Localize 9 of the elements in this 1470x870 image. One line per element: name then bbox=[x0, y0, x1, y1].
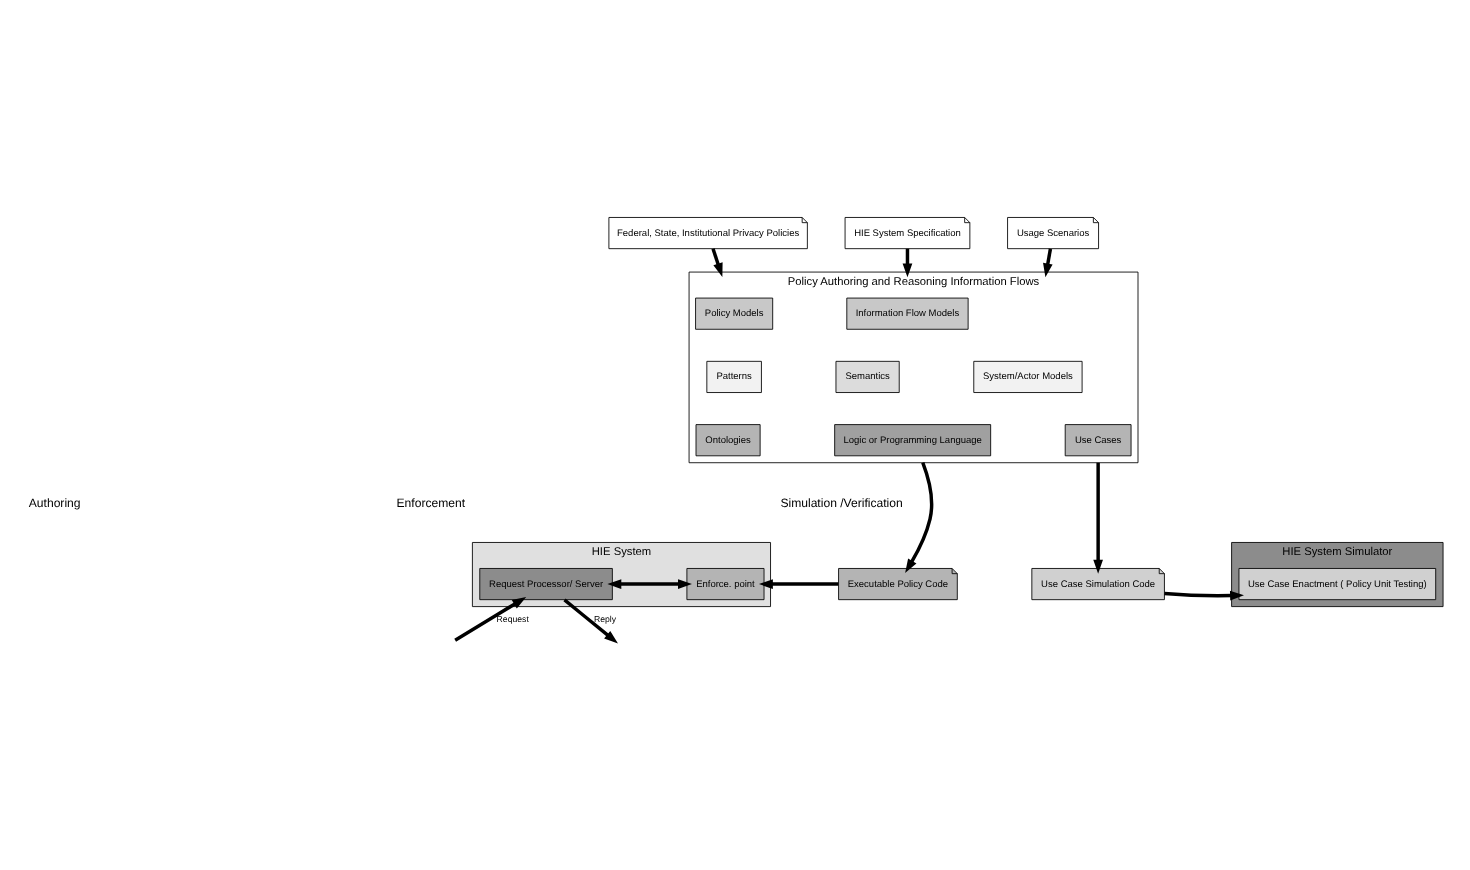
arrow bbox=[711, 248, 723, 278]
arrow bbox=[1043, 248, 1053, 278]
arrow bbox=[905, 462, 934, 573]
arrow bbox=[758, 579, 839, 589]
arrow bbox=[607, 579, 692, 589]
arrow bbox=[454, 597, 527, 642]
arrow bbox=[563, 598, 618, 644]
arrow bbox=[1093, 462, 1103, 574]
arrow bbox=[1164, 590, 1244, 601]
